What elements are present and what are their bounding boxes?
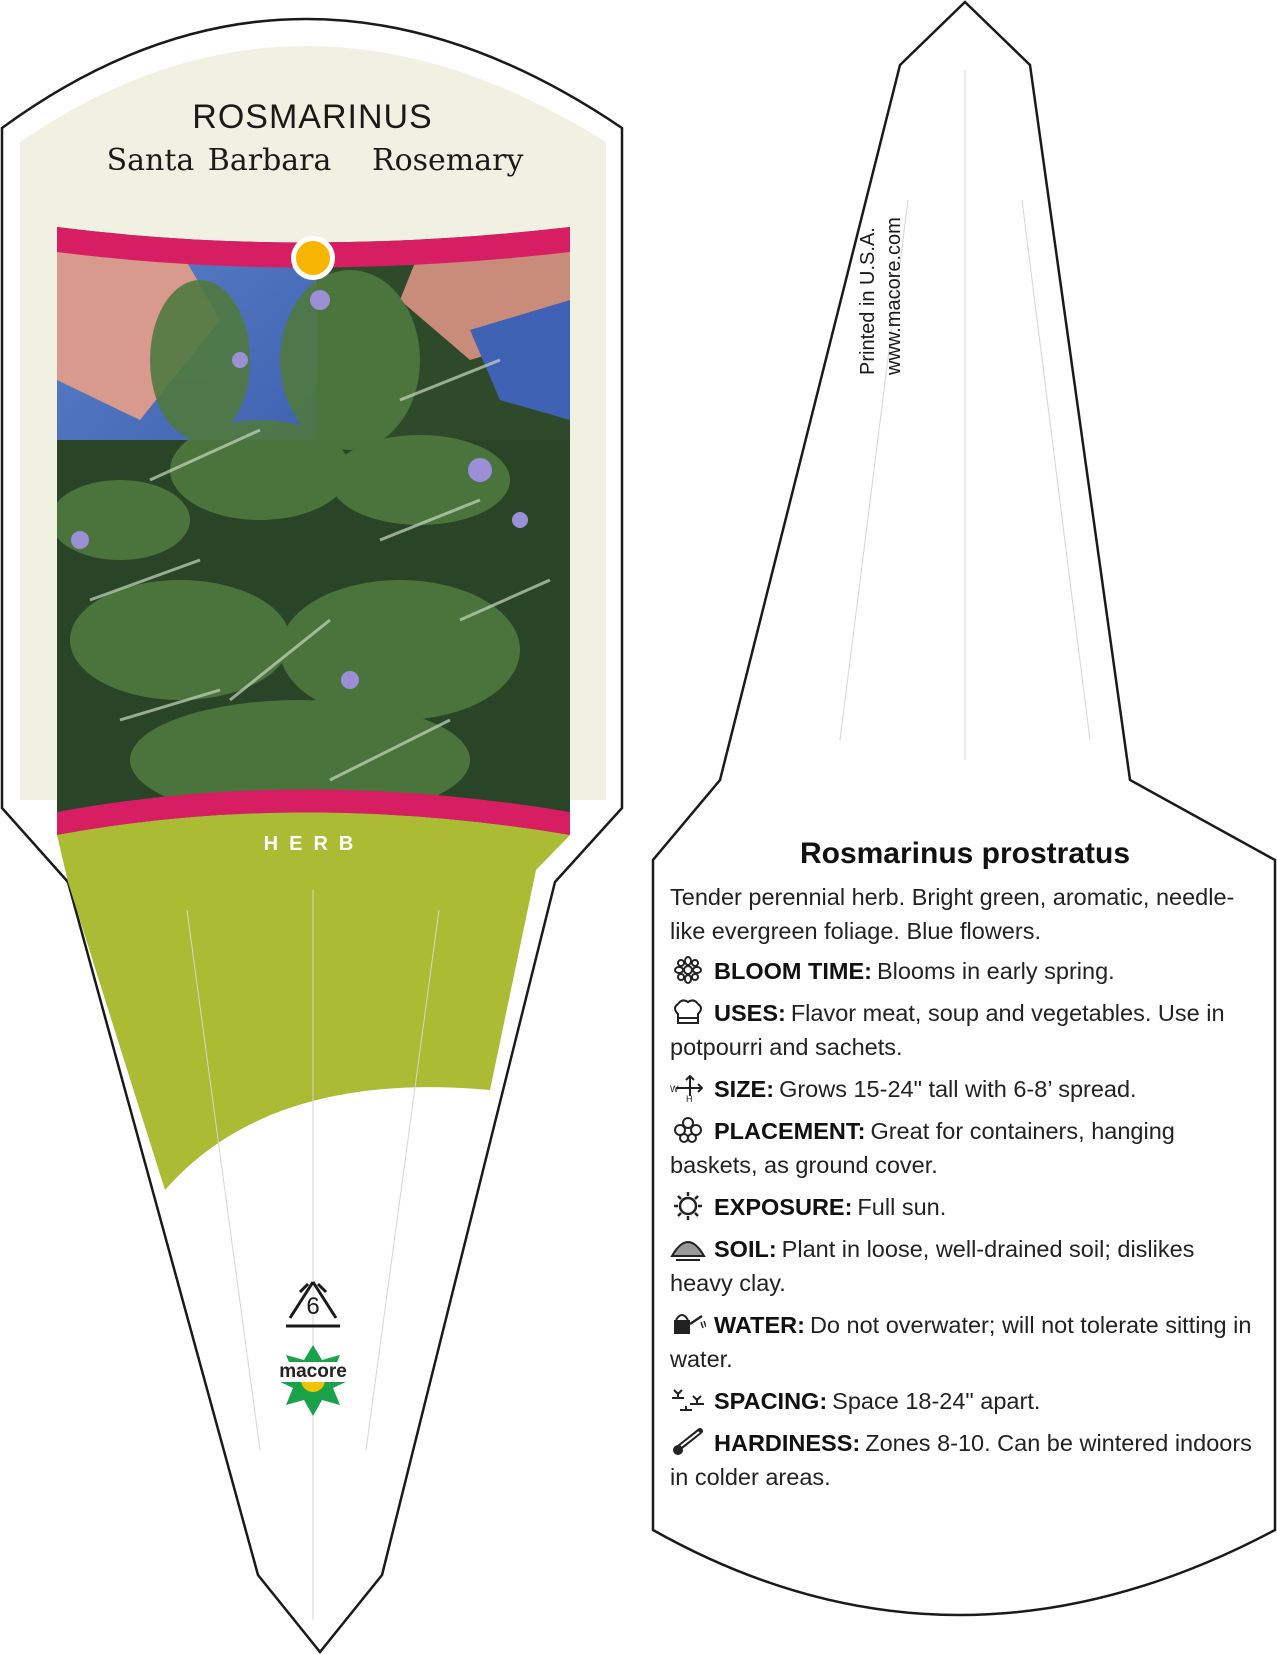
sun-exposure-dot-icon bbox=[291, 236, 335, 280]
size-text: Grows 15-24" tall with 6-8’ spread. bbox=[779, 1076, 1137, 1102]
back-tag-outline bbox=[651, 0, 1277, 1617]
care-row-water: WATER:Do not overwater; will not tolerat… bbox=[670, 1308, 1260, 1376]
printed-in-text: Printed in U.S.A. bbox=[857, 227, 879, 375]
thermometer-icon bbox=[673, 1428, 703, 1455]
exposure-text: Full sun. bbox=[857, 1194, 947, 1220]
soil-pile-icon bbox=[670, 1241, 706, 1261]
sun-icon bbox=[674, 1192, 702, 1220]
care-row-hardiness: HARDINESS:Zones 8-10. Can be wintered in… bbox=[670, 1426, 1260, 1494]
back-tag bbox=[651, 0, 1277, 1617]
care-row-size: W H SIZE:Grows 15-24" tall with 6-8’ spr… bbox=[670, 1072, 1260, 1106]
photo-bottom-band bbox=[57, 789, 570, 835]
hardiness-label: HARDINESS: bbox=[714, 1430, 861, 1456]
spacing-text: Space 18-24" apart. bbox=[832, 1388, 1041, 1414]
soil-label: SOIL: bbox=[714, 1236, 777, 1262]
bloom-time-text: Blooms in early spring. bbox=[876, 958, 1115, 984]
care-info: Rosmarinus prostratus Tender perennial h… bbox=[670, 834, 1260, 1502]
recycle-icon bbox=[286, 1281, 340, 1328]
variety-name: Santa Barbara Rosemary bbox=[106, 143, 524, 178]
placement-text: Great for containers, hanging baskets, a… bbox=[670, 1118, 1175, 1178]
brand-name: macore bbox=[268, 1362, 358, 1382]
care-row-placement: PLACEMENT:Great for containers, hanging … bbox=[670, 1114, 1260, 1182]
plant-photo bbox=[57, 227, 570, 835]
exposure-label: EXPOSURE: bbox=[714, 1194, 853, 1220]
recycle-number: 6 bbox=[306, 1293, 320, 1320]
plant-description: Tender perennial herb. Bright green, aro… bbox=[670, 884, 1235, 944]
bloom-time-label: BLOOM TIME: bbox=[714, 958, 872, 984]
flower-cluster-icon bbox=[674, 1117, 702, 1143]
spacing-plants-icon bbox=[672, 1389, 704, 1411]
soil-text: Plant in loose, well-drained soil; disli… bbox=[670, 1236, 1195, 1296]
placement-label: PLACEMENT: bbox=[714, 1118, 866, 1144]
care-row-exposure: EXPOSURE:Full sun. bbox=[670, 1190, 1260, 1224]
front-tag bbox=[0, 17, 624, 1654]
care-row-soil: SOIL:Plant in loose, well-drained soil; … bbox=[670, 1232, 1260, 1300]
spine-imprint: Printed in U.S.A. www.macore.com bbox=[855, 217, 907, 375]
spacing-label: SPACING: bbox=[714, 1388, 828, 1414]
species-name: Rosmarinus prostratus bbox=[799, 837, 1131, 870]
category-label: HERB bbox=[263, 833, 365, 855]
fold-guides bbox=[186, 890, 440, 1620]
uses-text: Flavor meat, soup and vegetables. Use in… bbox=[670, 1000, 1225, 1060]
care-row-spacing: SPACING:Space 18-24" apart. bbox=[670, 1384, 1260, 1418]
water-text: Do not overwater; will not tolerate sitt… bbox=[670, 1312, 1252, 1372]
water-label: WATER: bbox=[714, 1312, 805, 1338]
chef-hat-icon bbox=[674, 999, 702, 1024]
flower-icon bbox=[674, 956, 702, 984]
care-row-uses: USES:Flavor meat, soup and vegetables. U… bbox=[670, 996, 1260, 1064]
size-arrows-icon: W H bbox=[670, 1074, 704, 1102]
genus-name: ROSMARINUS bbox=[192, 98, 433, 136]
hardiness-text: Zones 8-10. Can be wintered indoors in c… bbox=[670, 1430, 1252, 1490]
website-text: www.macore.com bbox=[883, 217, 905, 375]
svg-text:W: W bbox=[670, 1084, 679, 1094]
uses-label: USES: bbox=[714, 1000, 786, 1026]
watering-can-icon bbox=[674, 1314, 706, 1334]
care-row-bloom-time: BLOOM TIME:Blooms in early spring. bbox=[670, 954, 1260, 988]
size-label: SIZE: bbox=[714, 1076, 775, 1102]
svg-text:H: H bbox=[686, 1094, 693, 1102]
back-fold-guides bbox=[839, 70, 1091, 760]
